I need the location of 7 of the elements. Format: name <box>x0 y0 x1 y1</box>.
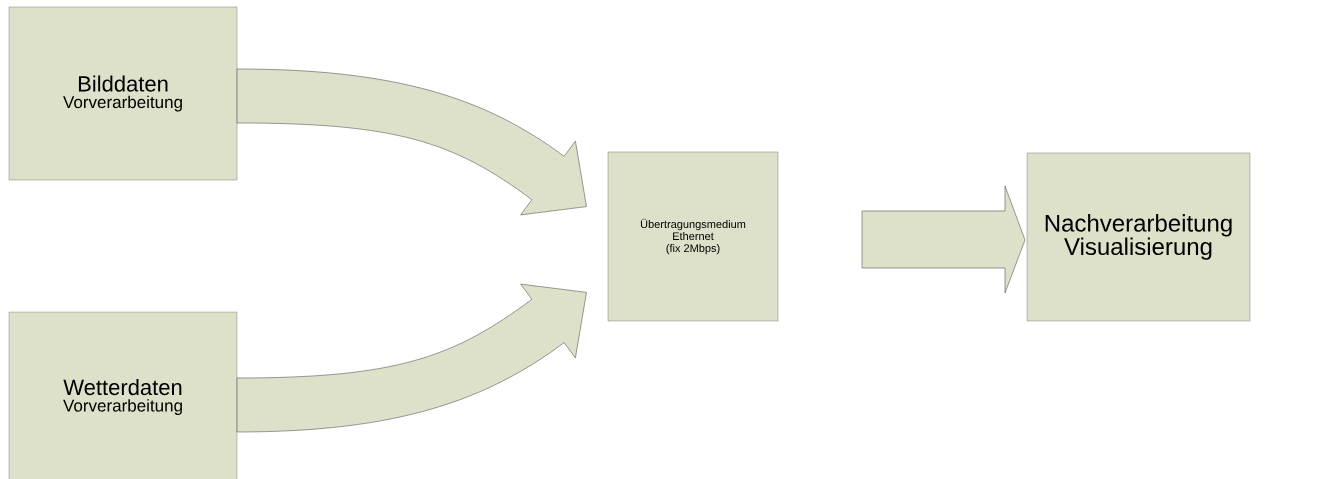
block-arrow <box>861 185 1026 294</box>
process-box: Übertragungsmedium Ethernet (fix 2Mbps) <box>607 151 779 322</box>
block-arrow <box>236 283 587 433</box>
process-box: Nachverarbeitung Visualisierung <box>1026 152 1251 322</box>
process-box: Wetterdaten Vorverarbeitung <box>8 311 238 479</box>
process-box: Bilddaten Vorverarbeitung <box>8 6 238 181</box>
block-arrow <box>236 68 587 216</box>
